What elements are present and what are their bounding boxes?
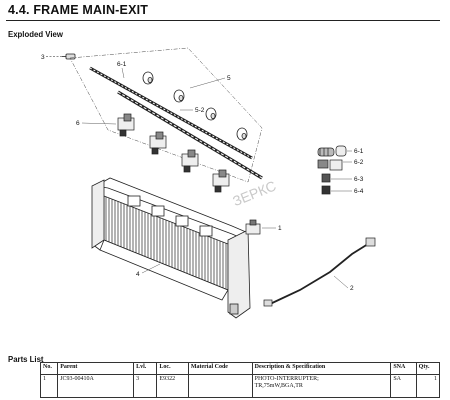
cell-lvl: 3 (133, 374, 158, 398)
callout-4: 4 (136, 271, 140, 278)
table-row: 1 JC93-00410A 3 E9322 PHOTO-INTERRUPTER;… (39, 374, 441, 398)
page-title: 4.4. FRAME MAIN-EXIT (8, 3, 149, 17)
cell-no: 1 (39, 374, 59, 398)
drive-roller-shaft (117, 90, 263, 180)
header-qty: Qty. (415, 362, 441, 375)
header-no: No. (39, 362, 59, 375)
callout-6-1-top: 6-1 (117, 61, 127, 68)
exit-roller-shaft (89, 66, 253, 160)
table-header-row: No. Parent Lvl. Loc. Material Code Descr… (39, 362, 441, 375)
title-rule (6, 20, 440, 21)
parts-list-heading: Parts List (8, 355, 44, 364)
header-lvl: Lvl. (133, 362, 158, 375)
cell-qty: 1 (415, 374, 441, 398)
callout-6-3: 6-3 (354, 176, 364, 183)
wire-harness (263, 237, 376, 307)
callout-6: 6 (76, 120, 80, 127)
holder-detail (317, 145, 347, 195)
screw-part-3 (46, 53, 76, 60)
cell-loc: E9322 (156, 374, 189, 398)
callout-2: 2 (350, 285, 354, 292)
roller-assembly-outline (69, 47, 263, 183)
cell-sna: SA (390, 374, 417, 398)
parts-table: No. Parent Lvl. Loc. Material Code Descr… (39, 362, 441, 398)
photo-interrupter (245, 219, 261, 235)
frame-main (91, 177, 251, 319)
header-material-code: Material Code (187, 362, 253, 375)
header-loc: Loc. (156, 362, 189, 375)
header-parent: Parent (57, 362, 135, 375)
callout-6-4: 6-4 (354, 188, 364, 195)
callout-6-1: 6-1 (354, 148, 364, 155)
header-sna: SNA (390, 362, 417, 375)
callout-5: 5 (227, 75, 231, 82)
exploded-view-diagram: 3 6-1 5-2 5 (41, 47, 376, 319)
exit-rollers (142, 71, 248, 141)
cell-material-code (187, 374, 253, 398)
callout-5-2: 5-2 (195, 107, 205, 114)
callout-6-2: 6-2 (354, 159, 364, 166)
cell-parent: JC93-00410A (57, 374, 135, 398)
header-description: Description & Specification (251, 362, 392, 375)
watermark: ЗЕРКС (230, 177, 278, 209)
exploded-view-heading: Exploded View (8, 30, 63, 39)
roller-holders (117, 113, 230, 193)
cell-description: PHOTO-INTERRUPTER; TR,75mW,BGA,TR (251, 374, 392, 398)
callout-3: 3 (41, 54, 45, 61)
callout-1: 1 (278, 225, 282, 232)
